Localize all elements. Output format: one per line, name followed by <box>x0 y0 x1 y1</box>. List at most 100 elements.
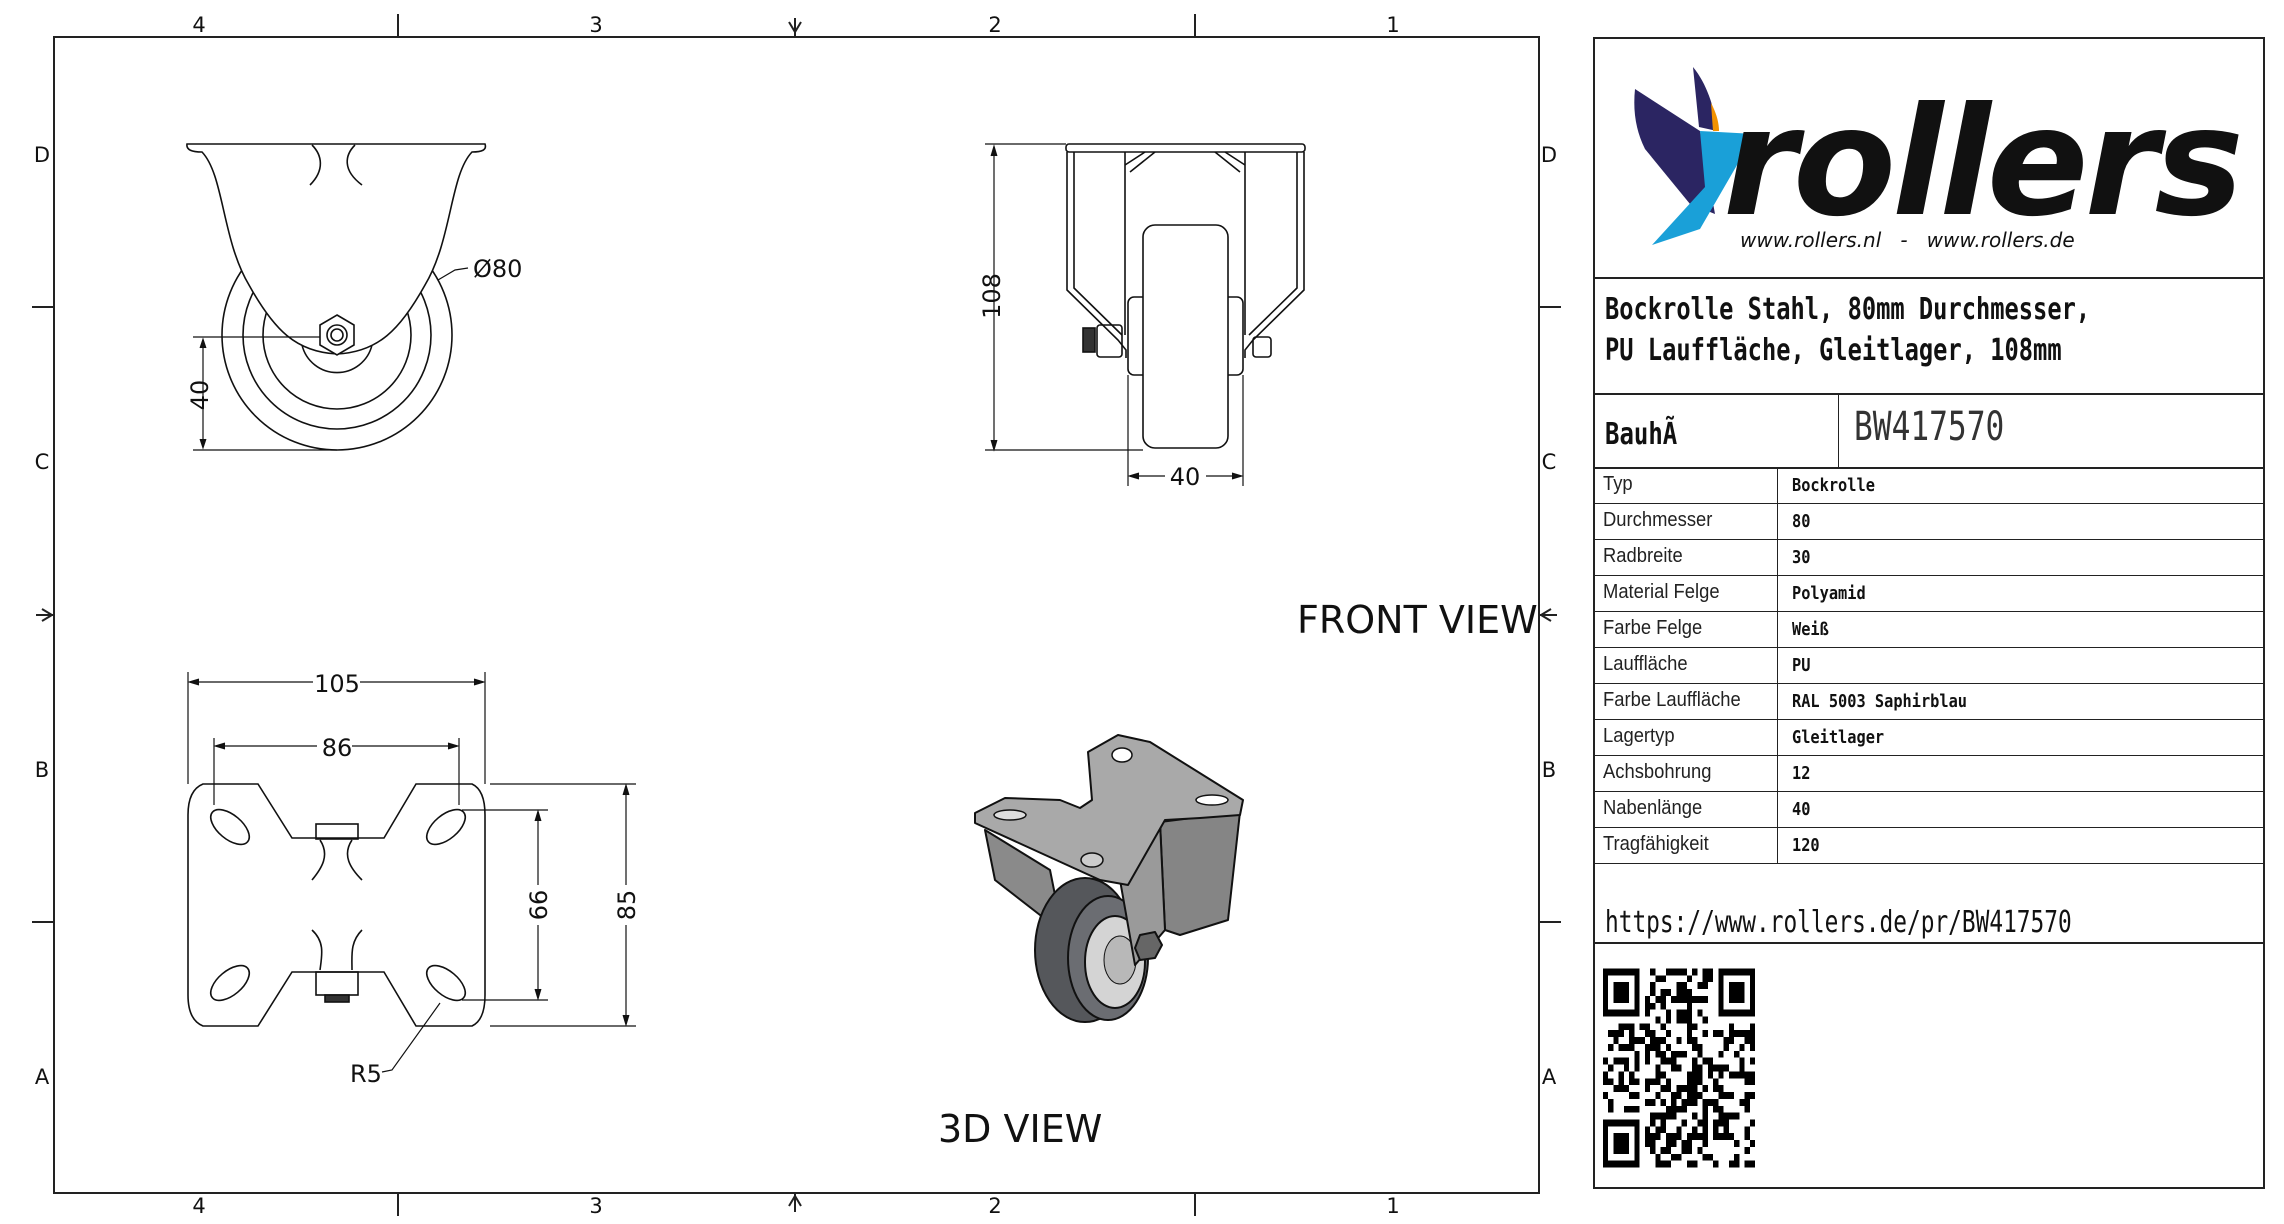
zone-number: 4 <box>192 13 205 37</box>
spec-label: Farbe Felge <box>1603 617 1703 639</box>
bracket-rib <box>309 144 363 186</box>
bracket-right <box>1244 152 1305 358</box>
top-plate <box>974 734 1244 886</box>
dim-axle-height: 40 <box>186 380 214 411</box>
spec-label: Durchmesser <box>1603 509 1713 531</box>
zone-letter: A <box>35 1065 50 1089</box>
spec-value: Polyamid <box>1792 583 1866 604</box>
spec-label: Tragfähigkeit <box>1603 833 1709 855</box>
spec-value: 120 <box>1792 835 1820 856</box>
bracket-left <box>1066 152 1127 358</box>
slot-hole <box>425 964 467 1002</box>
zone-letter: A <box>1542 1065 1557 1089</box>
logo-urls: www.rollers.nl - www.rollers.de <box>1740 228 2075 252</box>
zone-number: 4 <box>192 1194 205 1218</box>
bracket-side <box>1159 811 1241 936</box>
bolt-head <box>315 823 359 840</box>
zone-number: 1 <box>1386 13 1399 37</box>
iso-view <box>974 734 1244 1023</box>
spec-value: 40 <box>1792 799 1811 820</box>
spec-label: Farbe Lauffläche <box>1603 689 1741 711</box>
zone-number: 3 <box>589 13 602 37</box>
spec-row: Farbe Felge Weiß <box>1595 611 2263 648</box>
spec-row: Durchmesser 80 <box>1595 503 2263 540</box>
dim-hole-spacing-y: 66 <box>525 890 553 921</box>
slot-hole <box>209 808 251 846</box>
wheel-tread <box>1142 224 1229 449</box>
spec-value: 80 <box>1792 511 1811 532</box>
slot-hole <box>425 808 467 846</box>
hub-arc <box>301 344 373 374</box>
axle-nut <box>1134 931 1163 961</box>
spec-value: Weiß <box>1792 619 1829 640</box>
spec-label: Nabenlänge <box>1603 797 1703 819</box>
series-name: BauhÃ <box>1605 417 1678 452</box>
axle-nut <box>319 314 355 356</box>
dim-width: 40 <box>1170 463 1201 491</box>
spec-value: Gleitlager <box>1792 727 1885 748</box>
side-view <box>186 143 487 451</box>
zone-letter: D <box>34 143 50 167</box>
rollers-logo: rollers www.rollers.nl - www.rollers.de <box>1634 67 2244 252</box>
top-plate <box>1065 143 1306 153</box>
spec-row: Typ Bockrolle <box>1595 467 2263 504</box>
zone-ticks <box>32 14 1561 1216</box>
logo-accent-icon <box>1711 103 1719 131</box>
product-url[interactable]: https://www.rollers.de/pr/BW417570 <box>1605 905 2072 940</box>
spec-row: Material Felge Polyamid <box>1595 575 2263 612</box>
spec-label: Lauffläche <box>1603 653 1688 675</box>
spec-label: Lagertyp <box>1603 725 1675 747</box>
3d-view-label: 3D VIEW <box>938 1107 1102 1151</box>
front-view-label: FRONT VIEW <box>1297 598 1538 642</box>
zone-letter: C <box>1542 450 1557 474</box>
part-number: BW417570 <box>1854 404 2005 450</box>
slot-hole <box>209 964 251 1002</box>
logo-wing-icon <box>1634 89 1715 214</box>
spec-row: Tragfähigkeit 120 <box>1595 827 2263 864</box>
title-block: rollers www.rollers.nl - www.rollers.de … <box>1593 37 2265 1189</box>
qr-code-icon <box>1603 968 1755 1168</box>
plan-view <box>187 672 636 1073</box>
zone-letter: C <box>35 450 50 474</box>
product-title-line-2: PU Lauffläche, Gleitlager, 108mm <box>1605 333 2062 368</box>
spec-row: Nabenlänge 40 <box>1595 791 2263 828</box>
mounting-plate <box>187 783 486 1027</box>
zone-number: 2 <box>988 13 1001 37</box>
spec-label: Material Felge <box>1603 581 1720 603</box>
dim-radius: R5 <box>350 1060 382 1088</box>
zone-letter: D <box>1541 143 1557 167</box>
axle-end <box>1082 327 1096 353</box>
zone-number: 3 <box>589 1194 602 1218</box>
zone-letter: B <box>1542 758 1556 782</box>
dim-plate-length: 105 <box>314 670 360 698</box>
spec-label: Radbreite <box>1603 545 1683 567</box>
spec-value: RAL 5003 Saphirblau <box>1792 691 1968 712</box>
dim-height: 108 <box>978 273 1006 319</box>
spec-label: Achsbohrung <box>1603 761 1712 783</box>
front-view <box>985 143 1306 486</box>
dim-plate-width: 85 <box>613 890 641 921</box>
spec-row: Lauffläche PU <box>1595 647 2263 684</box>
product-title-line-1: Bockrolle Stahl, 80mm Durchmesser, <box>1605 292 2091 327</box>
spec-value: PU <box>1792 655 1811 676</box>
spec-value: 12 <box>1792 763 1811 784</box>
spec-row: Lagertyp Gleitlager <box>1595 719 2263 756</box>
spec-row: Achsbohrung 12 <box>1595 755 2263 792</box>
spec-value: Bockrolle <box>1792 475 1875 496</box>
bolt-head <box>315 971 359 996</box>
dim-hole-spacing-x: 86 <box>322 734 353 762</box>
spec-label: Typ <box>1603 473 1633 495</box>
zone-number: 2 <box>988 1194 1001 1218</box>
spec-row: Farbe Lauffläche RAL 5003 Saphirblau <box>1595 683 2263 720</box>
zone-letter: B <box>35 758 49 782</box>
logo-area: rollers www.rollers.nl - www.rollers.de <box>1595 39 2263 277</box>
spec-row: Radbreite 30 <box>1595 539 2263 576</box>
spec-value: 30 <box>1792 547 1811 568</box>
nut <box>1096 324 1123 358</box>
logo-wordmark: rollers <box>1723 76 2240 250</box>
zone-labels: 4 3 2 1 4 3 2 1 D C B A D C B A <box>34 13 1557 1218</box>
zone-number: 1 <box>1386 1194 1399 1218</box>
